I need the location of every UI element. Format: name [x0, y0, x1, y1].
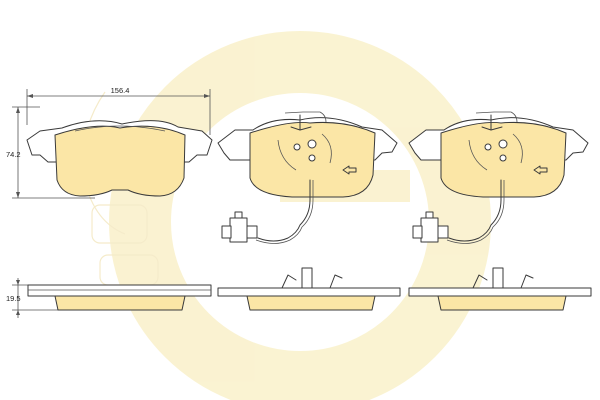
side-spring-clip — [472, 274, 534, 289]
spring-arc-right — [512, 133, 523, 164]
rivet — [308, 154, 316, 162]
side-view-right — [408, 267, 592, 311]
rivet — [307, 139, 317, 149]
side-clip-post — [492, 267, 504, 289]
center-clip — [284, 111, 327, 123]
sensor-plug — [412, 225, 423, 239]
sensor-plug — [221, 225, 232, 239]
direction-arrow-icon — [533, 165, 548, 175]
wear-sensor — [221, 179, 314, 244]
side-backing-plate — [217, 287, 401, 297]
spring-arc-left — [468, 139, 488, 171]
side-backing-plate — [408, 287, 592, 297]
pad-top-contour — [74, 125, 166, 132]
pad-back-view-right — [408, 111, 589, 244]
width-dimension: 156.4 — [26, 86, 211, 135]
side-spring-clip — [281, 274, 343, 289]
thickness-dimension-label: 19.5 — [6, 294, 21, 303]
sensor-plug-end — [246, 225, 258, 239]
height-dimension: 74.2 — [6, 106, 95, 199]
pad-front-view: 156.4 74.2 — [6, 86, 213, 199]
height-dimension-label: 74.2 — [6, 150, 21, 159]
sensor-connector — [229, 217, 248, 243]
side-backing-plate — [27, 284, 212, 297]
spring-clip — [290, 114, 312, 131]
spring-arc-left — [277, 139, 297, 171]
width-dimension-label: 156.4 — [111, 86, 130, 95]
spring-arc-right — [321, 133, 332, 164]
rivet — [498, 139, 508, 149]
direction-arrow-icon — [342, 165, 357, 175]
side-friction-material — [246, 295, 376, 311]
wear-sensor — [412, 179, 505, 244]
thickness-dimension: 19.5 — [6, 278, 60, 318]
friction-material — [54, 125, 186, 197]
side-friction-material — [54, 295, 186, 311]
sensor-connector — [420, 217, 439, 243]
pad-side-views: 19.5 — [6, 267, 592, 318]
side-view-middle — [217, 267, 401, 311]
pad-back-view-middle — [217, 111, 398, 244]
side-view-front — [27, 284, 212, 311]
rivet — [293, 143, 301, 151]
side-clip-post — [301, 267, 313, 289]
watermark-logo — [82, 31, 491, 400]
sensor-plug-end — [437, 225, 449, 239]
spring-clip — [481, 114, 503, 131]
side-friction-material — [437, 295, 567, 311]
rivet — [484, 143, 492, 151]
center-clip — [475, 111, 518, 123]
watermark-ring — [109, 31, 491, 400]
rivet — [499, 154, 507, 162]
